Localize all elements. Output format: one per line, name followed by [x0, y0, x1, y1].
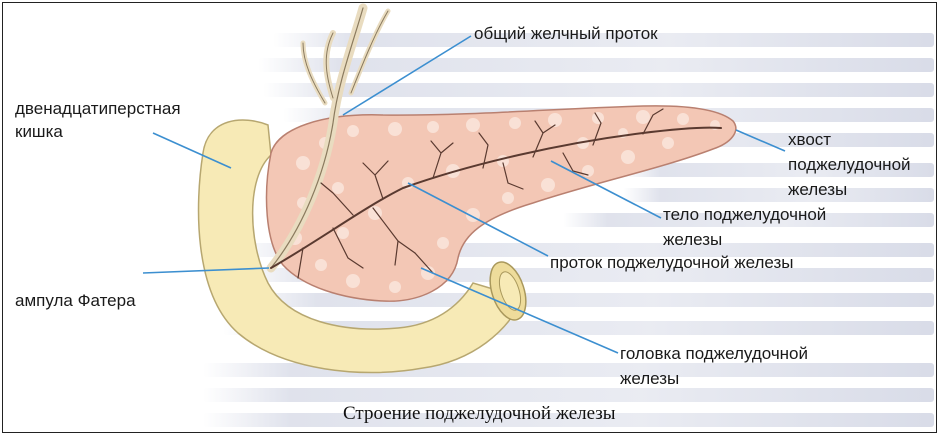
label-tail-line1: хвост	[788, 129, 831, 151]
label-body-line2: железы	[663, 229, 722, 251]
figure-frame: общий желчный проток двенадцатиперстная …	[2, 2, 937, 433]
label-body-line1: тело поджелудочной	[663, 204, 826, 226]
label-head-line2: железы	[620, 368, 679, 390]
label-tail-line2: поджелудочной	[788, 154, 911, 176]
label-duodenum-line1: двенадцатиперстная	[15, 98, 181, 120]
label-head-line1: головка поджелудочной	[620, 343, 808, 365]
label-tail-line3: железы	[788, 179, 847, 201]
leader-tail	[736, 130, 785, 151]
label-ampulla: ампула Фатера	[15, 290, 136, 312]
figure-caption: Строение поджелудочной железы	[343, 403, 616, 425]
label-duodenum-line2: кишка	[15, 121, 63, 143]
label-pancreatic-duct: проток поджелудочной железы	[550, 252, 793, 274]
leader-common-bile-duct	[343, 36, 471, 115]
label-common-bile-duct: общий желчный проток	[474, 23, 658, 45]
